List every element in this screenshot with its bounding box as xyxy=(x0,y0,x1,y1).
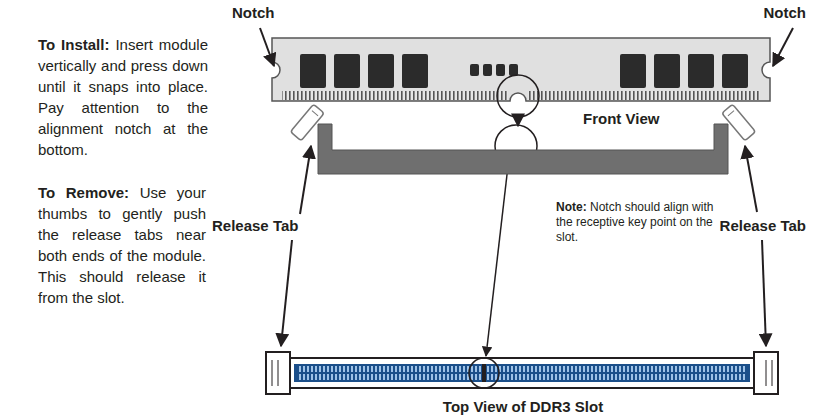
install-instructions: To Install: Insert module vertically and… xyxy=(38,34,208,160)
note-text: Note: Notch should align with the recept… xyxy=(556,200,726,245)
notch-leader xyxy=(773,28,793,66)
notch-label: Notch xyxy=(764,4,807,21)
remove-instructions: To Remove: Use your thumbs to gently pus… xyxy=(38,182,206,308)
memory-module xyxy=(272,38,770,101)
release-tab-label: Release Tab xyxy=(720,217,806,234)
release-tab-label: Release Tab xyxy=(212,217,298,234)
instruction-heading: To Install: xyxy=(38,36,109,53)
instruction-heading: To Remove: xyxy=(38,184,129,201)
view-label: Top View of DDR3 Slot xyxy=(443,398,603,415)
dimm-slot-front xyxy=(290,104,755,174)
note-heading: Note: xyxy=(556,200,587,214)
instruction-text: Insert module vertically and press down … xyxy=(38,36,208,158)
notch-leader xyxy=(260,28,274,66)
notch-label: Notch xyxy=(232,4,275,21)
dimm-slot-top xyxy=(266,352,778,394)
notch-circle xyxy=(497,75,539,117)
view-label: Front View xyxy=(583,110,659,127)
release-tab-arrows xyxy=(281,146,766,346)
instruction-text: Use your thumbs to gently push the relea… xyxy=(38,184,206,306)
align-arrow xyxy=(486,166,508,356)
